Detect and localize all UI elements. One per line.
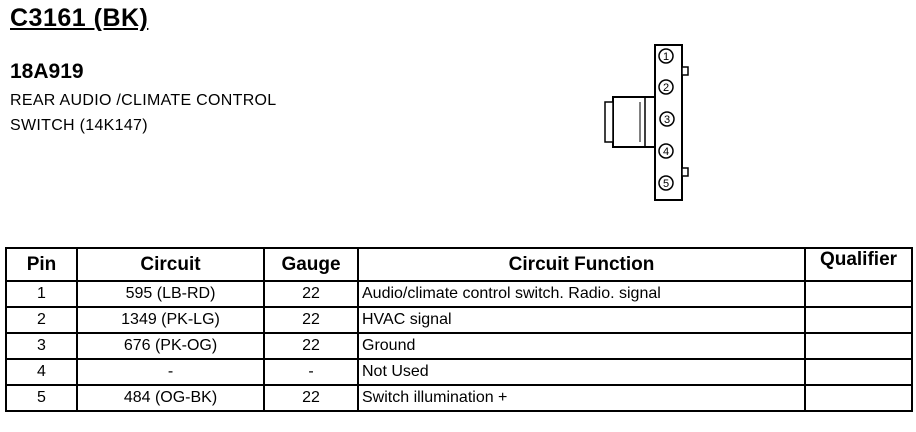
pin-terminal-5: 5 [658, 175, 674, 191]
pin-cell: 2 [5, 306, 78, 334]
connector-diagram: 1 2 3 4 5 [604, 44, 689, 201]
column-header-pin: Pin [5, 247, 78, 282]
circuit-function-cell: Ground [357, 332, 806, 360]
pin-label-3: 3 [664, 114, 670, 126]
latch-tab-top [681, 66, 689, 76]
pin-terminal-2: 2 [658, 79, 674, 95]
circuit-function-cell: Not Used [357, 358, 806, 386]
column-header-qualifier: Qualifier [804, 247, 913, 282]
description-line-2: SWITCH (14K147) [10, 117, 148, 134]
table-header-row: Pin Circuit Gauge Circuit Function Quali… [5, 247, 913, 282]
qualifier-cell [804, 306, 913, 334]
pin-cell: 5 [5, 384, 78, 412]
pin-label-5: 5 [663, 178, 669, 190]
qualifier-cell [804, 332, 913, 360]
gauge-cell: 22 [263, 332, 359, 360]
pin-label-1: 1 [663, 51, 669, 63]
connector-shroud [612, 96, 656, 148]
table-row: 3 676 (PK-OG) 22 Ground [5, 332, 913, 360]
column-header-circuit: Circuit [76, 247, 265, 282]
pin-cell: 1 [5, 280, 78, 308]
gauge-cell: 22 [263, 280, 359, 308]
pin-terminal-1: 1 [658, 48, 674, 64]
circuit-function-cell: HVAC signal [357, 306, 806, 334]
circuit-cell: 595 (LB-RD) [76, 280, 265, 308]
gauge-cell: 22 [263, 306, 359, 334]
circuit-cell: 1349 (PK-LG) [76, 306, 265, 334]
pin-label-4: 4 [663, 146, 669, 158]
pin-cell: 3 [5, 332, 78, 360]
qualifier-cell [804, 384, 913, 412]
pin-cell: 4 [5, 358, 78, 386]
column-header-gauge: Gauge [263, 247, 359, 282]
column-header-circuit-function: Circuit Function [357, 247, 806, 282]
description-line-1: REAR AUDIO /CLIMATE CONTROL [10, 92, 277, 109]
pin-terminal-4: 4 [658, 143, 674, 159]
connector-id: C3161 (BK) [10, 4, 149, 32]
latch-tab-bottom [681, 167, 689, 177]
circuit-cell: 484 (OG-BK) [76, 384, 265, 412]
pin-terminal-3: 3 [659, 111, 675, 127]
gauge-cell: 22 [263, 384, 359, 412]
circuit-function-cell: Switch illumination + [357, 384, 806, 412]
table-row: 1 595 (LB-RD) 22 Audio/climate control s… [5, 280, 913, 308]
circuit-cell: - [76, 358, 265, 386]
pin-table: Pin Circuit Gauge Circuit Function Quali… [5, 247, 913, 412]
part-number: 18A919 [10, 60, 84, 83]
qualifier-cell [804, 280, 913, 308]
pin-label-2: 2 [663, 82, 669, 94]
table-row: 4 - - Not Used [5, 358, 913, 386]
circuit-cell: 676 (PK-OG) [76, 332, 265, 360]
gauge-cell: - [263, 358, 359, 386]
table-row: 5 484 (OG-BK) 22 Switch illumination + [5, 384, 913, 412]
connector-shroud-inner [604, 101, 614, 143]
table-row: 2 1349 (PK-LG) 22 HVAC signal [5, 306, 913, 334]
circuit-function-cell: Audio/climate control switch. Radio. sig… [357, 280, 806, 308]
qualifier-cell [804, 358, 913, 386]
